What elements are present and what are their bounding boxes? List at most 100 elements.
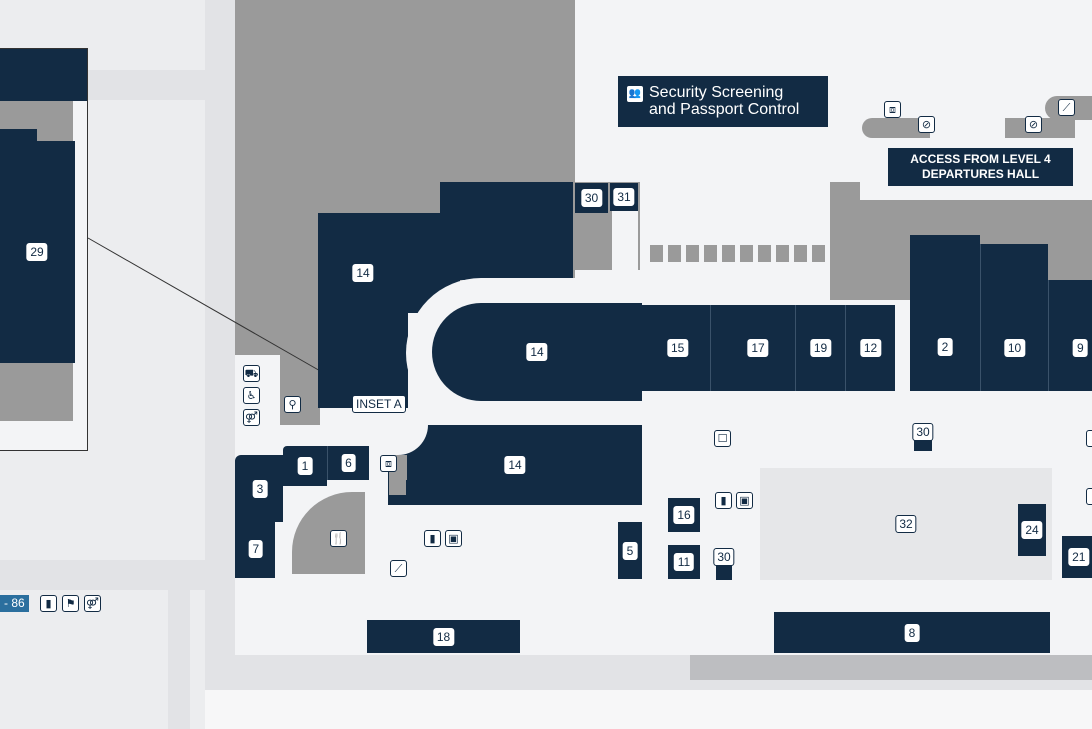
outer-wall-left — [205, 0, 235, 690]
unit-30-marker[interactable]: 30 — [912, 422, 934, 451]
unit-19[interactable]: 19 — [795, 305, 845, 391]
queue-barrier — [776, 245, 789, 262]
unit-30-north[interactable]: 30 — [575, 183, 608, 213]
no-entry-icon: ⊘ — [1025, 116, 1042, 133]
unit-31[interactable]: 31 — [610, 183, 638, 211]
unit-18[interactable]: 18 — [367, 620, 520, 653]
unit-11-label: 11 — [673, 553, 695, 571]
unit-5-label: 5 — [622, 541, 638, 560]
escalator-icon[interactable]: ⟋ — [390, 560, 407, 577]
security-banner-line1: Security Screening — [649, 84, 784, 101]
departures-pier — [862, 118, 930, 138]
escalator-icon[interactable]: ⟋ — [1058, 99, 1075, 116]
info-icon — [1086, 488, 1092, 505]
unit-14-north-upper — [440, 182, 573, 280]
atm-icon[interactable]: ▣ — [736, 492, 753, 509]
unit-21-label: 21 — [1068, 548, 1090, 566]
unit-14-label: 14 — [504, 456, 526, 474]
unit-2[interactable]: 2 — [910, 235, 980, 391]
unit-2-label: 2 — [937, 338, 953, 357]
unit-16-label: 16 — [673, 506, 695, 524]
unit-21[interactable]: 21 — [1062, 536, 1092, 578]
access-departures-banner: ACCESS FROM LEVEL 4 DEPARTURES HALL — [888, 148, 1073, 186]
bottom-walkway — [205, 690, 1092, 729]
unit-14-north[interactable]: 14 — [318, 213, 408, 408]
unit-14-center[interactable]: 14 — [432, 303, 642, 401]
unit-29-label: 29 — [26, 243, 48, 261]
unit-9[interactable]: 9 — [1048, 280, 1092, 391]
unit-17[interactable]: 17 — [710, 305, 795, 391]
unit-8-label: 8 — [904, 623, 920, 642]
unit-30-label: 30 — [912, 423, 934, 441]
unit-3[interactable]: 3 — [235, 455, 283, 522]
inset-a-frame: 29 — [0, 48, 88, 451]
unit-9-label: 9 — [1073, 338, 1088, 357]
unit-32[interactable]: 32 — [760, 468, 1052, 580]
unit-7[interactable]: 7 — [235, 520, 275, 578]
unit-10[interactable]: 10 — [980, 244, 1048, 391]
unit-15-label: 15 — [667, 339, 689, 357]
unit-14-label: 14 — [352, 264, 374, 283]
food-court-seating[interactable]: 🍴 — [292, 492, 365, 574]
unit-8[interactable]: 8 — [774, 612, 1050, 653]
unit-3-label: 3 — [252, 479, 268, 498]
queue-barrier — [758, 245, 771, 262]
unit-19-label: 19 — [809, 339, 832, 357]
unit-12[interactable]: 12 — [845, 305, 895, 391]
baby-change-icon: ⚲ — [284, 396, 301, 413]
inset-header-bar — [0, 49, 87, 101]
unit-32-label: 32 — [895, 515, 917, 533]
queue-barrier — [704, 245, 717, 262]
bottom-grey-strip — [690, 655, 1092, 680]
unit-12-label: 12 — [859, 339, 882, 357]
unit-1-label: 1 — [297, 457, 313, 475]
bottle-icon: ▮ — [424, 530, 441, 547]
no-entry-icon: ⊘ — [918, 116, 935, 133]
lift-icon[interactable]: ⧈ — [380, 455, 397, 472]
unit-10-label: 10 — [1003, 339, 1026, 358]
queue-barrier — [686, 245, 699, 262]
queue-barrier — [812, 245, 825, 262]
queue-barrier — [740, 245, 753, 262]
unit-24[interactable]: 24 — [1018, 504, 1046, 556]
security-icon: 👥 — [626, 85, 644, 103]
unit-6[interactable]: 6 — [327, 446, 369, 480]
unit-30-label: 30 — [713, 548, 735, 566]
service-block-dark — [406, 480, 436, 495]
inset-a-label[interactable]: INSET A — [352, 395, 406, 413]
unit-30-marker-south[interactable]: 30 — [713, 546, 735, 580]
gate-strip: - 86 — [0, 595, 29, 612]
security-hall-floor — [640, 180, 830, 300]
unit-30-base — [716, 564, 732, 580]
family-icon: ⚑ — [62, 595, 79, 612]
unit-14-label: 14 — [526, 343, 548, 361]
accessible-icon: ♿ — [243, 387, 260, 404]
queue-barrier — [794, 245, 807, 262]
walkway-pillar — [168, 560, 190, 729]
unit-5[interactable]: 5 — [618, 522, 642, 579]
unit-17-label: 17 — [747, 339, 769, 357]
unit-16[interactable]: 16 — [668, 498, 700, 532]
unit-31-label: 31 — [613, 188, 635, 206]
unit-7-label: 7 — [248, 540, 264, 558]
info-icon — [1086, 430, 1092, 447]
dining-icon: 🍴 — [330, 530, 347, 547]
unit-30-base — [914, 438, 932, 451]
security-screening-banner: 👥 Security Screening and Passport Contro… — [618, 76, 828, 127]
unit-6-label: 6 — [341, 454, 356, 472]
unit-18-label: 18 — [432, 627, 455, 646]
atm-icon[interactable]: ▣ — [445, 530, 462, 547]
lift-icon[interactable]: ⧈ — [884, 101, 901, 118]
bottle-icon: ▮ — [715, 492, 732, 509]
water-icon: ▮ — [40, 595, 57, 612]
unit-11[interactable]: 11 — [668, 545, 700, 579]
phone-icon: ☐ — [714, 430, 731, 447]
unit-24-label: 24 — [1021, 521, 1043, 539]
unit-30-label: 30 — [580, 189, 603, 207]
inset-unit-29-top — [0, 129, 37, 143]
inset-unit-29[interactable]: 29 — [0, 141, 75, 363]
access-banner-line2: DEPARTURES HALL — [921, 167, 1040, 181]
unit-1[interactable]: 1 — [283, 446, 327, 486]
queue-post — [830, 268, 842, 280]
